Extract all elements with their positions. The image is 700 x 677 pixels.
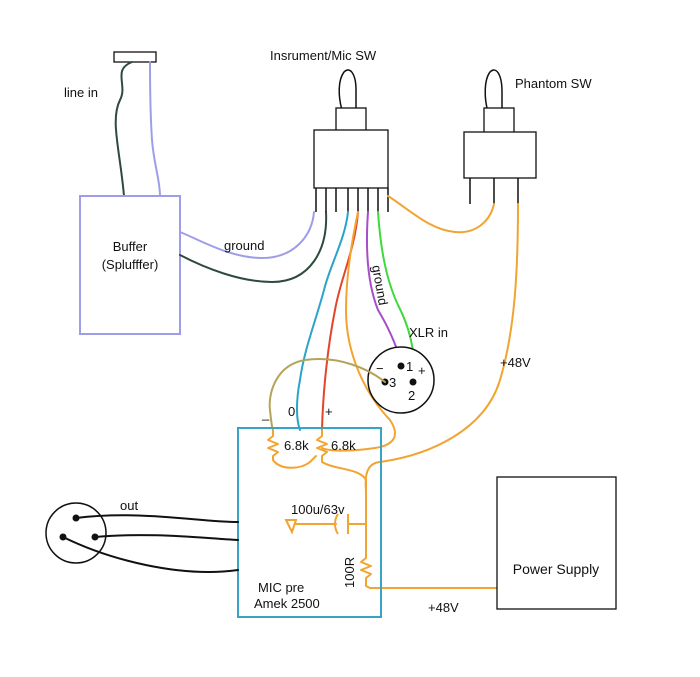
xlr-pin-2-label: 2 (408, 388, 415, 403)
phantom-switch-lugs (469, 178, 519, 204)
xlr-pin-1-icon (397, 362, 405, 370)
ground-label-2: ground (369, 264, 391, 306)
resistor-100r-label: 100R (342, 557, 357, 588)
phantom-switch-body (463, 131, 537, 179)
minus-label: _ (261, 406, 270, 421)
line-in-plug (113, 51, 157, 63)
mic-pre-model-label: Amek 2500 (254, 596, 320, 611)
xlr-pin-plus-label: + (418, 363, 426, 378)
instrument-switch-lever (338, 69, 357, 111)
instrument-switch-body (313, 129, 389, 189)
switch-to-micpre-wire-orange (321, 211, 396, 452)
capacitor-wire (295, 489, 367, 525)
xlr-pin-minus-label: − (376, 361, 384, 376)
resistor-6-8k-right (316, 429, 367, 491)
resistor-6-8k-left (267, 429, 317, 469)
line-in-wire-lavender (149, 61, 161, 197)
xlr-out-connector (45, 502, 107, 564)
xlr-pin-2-icon (409, 378, 417, 386)
capacitor-icon (284, 513, 349, 535)
capacitor-label: 100u/63v (291, 502, 345, 517)
mic-pre-label: MIC pre (258, 580, 304, 595)
xlr-in-connector (367, 346, 435, 414)
output-wires (62, 514, 239, 573)
power-supply-label: Power Supply (513, 561, 599, 577)
zero-label: 0 (288, 404, 295, 419)
buffer-sublabel: (Splufffer) (102, 257, 159, 272)
resistor-6-8k-right-label: 6.8k (331, 438, 356, 453)
xlr-in-label: XLR in (409, 325, 448, 340)
phantom-link-wire (387, 195, 495, 234)
buffer-ground-wire (179, 211, 315, 259)
resistor-100r (360, 523, 372, 589)
plus48v-label-2: +48V (428, 600, 459, 615)
plus48v-label-1: +48V (500, 355, 531, 370)
instrument-mic-switch-label: Insrument/Mic SW (270, 48, 377, 63)
xlr-pin-1-label: 1 (406, 359, 413, 374)
instrument-switch-lugs (315, 188, 389, 212)
xlr-pin-3-label: 3 (389, 375, 396, 390)
power-supply-box (496, 476, 617, 610)
signal-wire-teal (296, 211, 349, 431)
phantom-switch-lever (484, 69, 503, 113)
phantom-switch-bushing (483, 107, 515, 135)
buffer-signal-wire (179, 211, 328, 283)
buffer-label: Buffer (113, 239, 148, 254)
phantom-switch-label: Phantom SW (515, 76, 592, 91)
line-in-label: line in (64, 85, 98, 100)
plus-label: + (325, 404, 333, 419)
resistor-6-8k-left-label: 6.8k (284, 438, 309, 453)
line-in-wire-dark (114, 61, 133, 197)
xlr-pin3-wire-olive (268, 358, 386, 431)
out-label: out (120, 498, 138, 513)
ground-label-1: ground (224, 238, 264, 253)
buffer-box (79, 195, 181, 335)
phantom-48v-wire (364, 203, 519, 491)
